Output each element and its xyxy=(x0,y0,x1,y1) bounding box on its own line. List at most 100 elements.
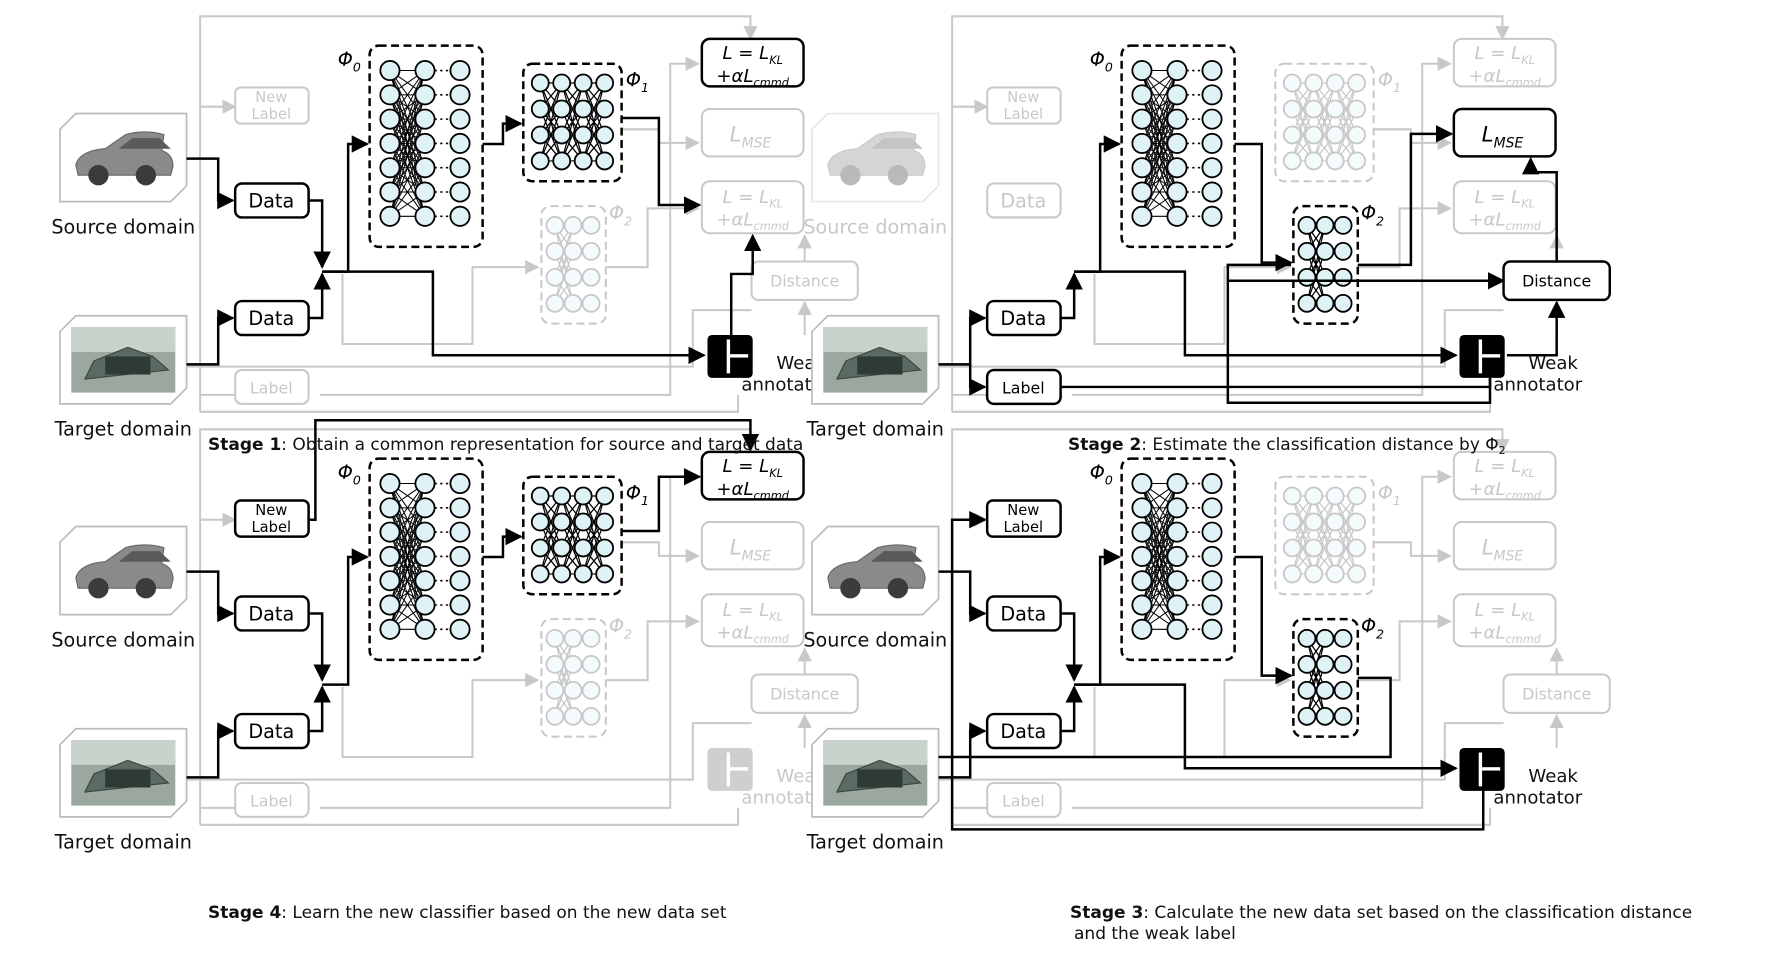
source-image xyxy=(811,525,940,616)
kl2-loss-text-c: +αL xyxy=(1468,209,1505,230)
nn-node xyxy=(573,564,593,584)
nn-node xyxy=(552,125,572,145)
nn-node xyxy=(1304,512,1324,532)
nn-node xyxy=(1325,125,1345,145)
bg-route xyxy=(200,807,740,826)
phi1-label-sub: 1 xyxy=(1393,493,1401,508)
nn-edge xyxy=(389,483,426,557)
nn-node xyxy=(545,628,565,648)
nn-node xyxy=(1166,473,1188,495)
connector xyxy=(938,676,1392,759)
nn-node xyxy=(1131,618,1153,640)
source-image xyxy=(59,112,188,203)
kl2-loss-text-line2: +αLcmmd xyxy=(1468,209,1541,233)
mse-loss-text-main: L xyxy=(1482,123,1494,148)
nn-node xyxy=(1166,618,1188,640)
source-domain-label: Source domain xyxy=(803,628,947,651)
phi2-label: Φ2 xyxy=(1361,615,1384,642)
connector xyxy=(968,364,987,396)
weak-annotator-label: Weak xyxy=(1528,766,1578,787)
kl-loss-box xyxy=(1452,37,1557,88)
kl-loss-text-a: L = L xyxy=(1474,43,1521,64)
nn-node xyxy=(1347,512,1367,532)
phi1-label-main: Φ xyxy=(1378,481,1393,504)
nn-node xyxy=(530,151,550,171)
nn-node xyxy=(1201,594,1223,616)
nn-node xyxy=(379,205,401,227)
target-data-label: Data xyxy=(1000,307,1046,330)
nn-node xyxy=(1131,60,1153,82)
annotator-slit xyxy=(730,767,749,771)
phi2-label-main: Φ xyxy=(609,615,624,638)
kl-loss-text-line2: +αLcmmd xyxy=(716,479,789,503)
nn-node xyxy=(1131,473,1153,495)
nn-node xyxy=(581,241,601,261)
bg-route xyxy=(1093,260,1292,346)
nn-node xyxy=(595,99,615,119)
photo-wall xyxy=(71,740,176,765)
weak-annotator-label: annotator xyxy=(1493,787,1582,808)
nn-node xyxy=(379,132,401,154)
phi1-label-main: Φ xyxy=(1378,68,1393,91)
nn-node xyxy=(1166,60,1188,82)
nn-node xyxy=(414,157,436,179)
car-window xyxy=(105,769,151,788)
phi1-label: Φ1 xyxy=(1378,481,1401,508)
annotator-slit xyxy=(1482,354,1501,358)
kl-loss-text-b: KL xyxy=(769,467,783,480)
kl-loss-text-d: cmmd xyxy=(754,489,790,502)
mse-loss-text-sub: MSE xyxy=(1494,548,1524,564)
nn-node xyxy=(1166,594,1188,616)
nn-node xyxy=(545,706,565,726)
nn-node xyxy=(449,618,471,640)
nn-node xyxy=(1315,706,1335,726)
nn-node xyxy=(379,473,401,495)
nn-edge xyxy=(582,82,606,162)
distance-label: Distance xyxy=(770,684,839,703)
connector xyxy=(1060,272,1083,320)
caption-stage4-bold: Stage 4 xyxy=(208,903,281,923)
nn-node xyxy=(1282,99,1302,119)
nn-node xyxy=(1315,680,1335,700)
kl2-loss-text-b: KL xyxy=(1521,197,1535,210)
label-text: Label xyxy=(250,379,293,398)
phi0-label-sub: 0 xyxy=(1105,60,1113,75)
target-domain-label: Target domain xyxy=(54,831,192,854)
source-data-box xyxy=(985,595,1062,632)
label-box xyxy=(234,368,310,405)
nn-node xyxy=(545,680,565,700)
nn-node xyxy=(1315,654,1335,674)
nn-node xyxy=(1297,680,1317,700)
nn-node xyxy=(1333,628,1353,648)
nn-node xyxy=(573,125,593,145)
bg-route xyxy=(1357,614,1452,682)
phi0-label: Φ0 xyxy=(338,461,361,488)
connector xyxy=(186,722,235,779)
distance-box xyxy=(750,673,859,714)
nn-node xyxy=(595,564,615,584)
nn-node xyxy=(1201,545,1223,567)
kl2-loss-text-d: cmmd xyxy=(754,633,790,646)
target-image xyxy=(811,727,940,818)
nn-node xyxy=(414,570,436,592)
phi1-label: Φ1 xyxy=(1378,68,1401,95)
nn-edge xyxy=(1141,556,1178,630)
nn-node xyxy=(563,628,583,648)
connector xyxy=(1074,135,1122,273)
nn-node xyxy=(1282,538,1302,558)
nn-node xyxy=(1201,205,1223,227)
kl2-loss-text-line1: L = LKL xyxy=(1474,600,1534,624)
nn-node xyxy=(1131,497,1153,519)
weak-annotator-icon xyxy=(1459,334,1505,378)
nn-node xyxy=(1201,132,1223,154)
bg-route xyxy=(938,722,1504,781)
nn-node xyxy=(552,564,572,584)
phi2-label-sub: 2 xyxy=(1376,213,1384,228)
kl2-loss-text-d: cmmd xyxy=(1506,220,1542,233)
car-wheel xyxy=(135,578,157,599)
car-window xyxy=(870,138,923,149)
connector xyxy=(938,570,987,623)
connector xyxy=(1506,300,1566,357)
